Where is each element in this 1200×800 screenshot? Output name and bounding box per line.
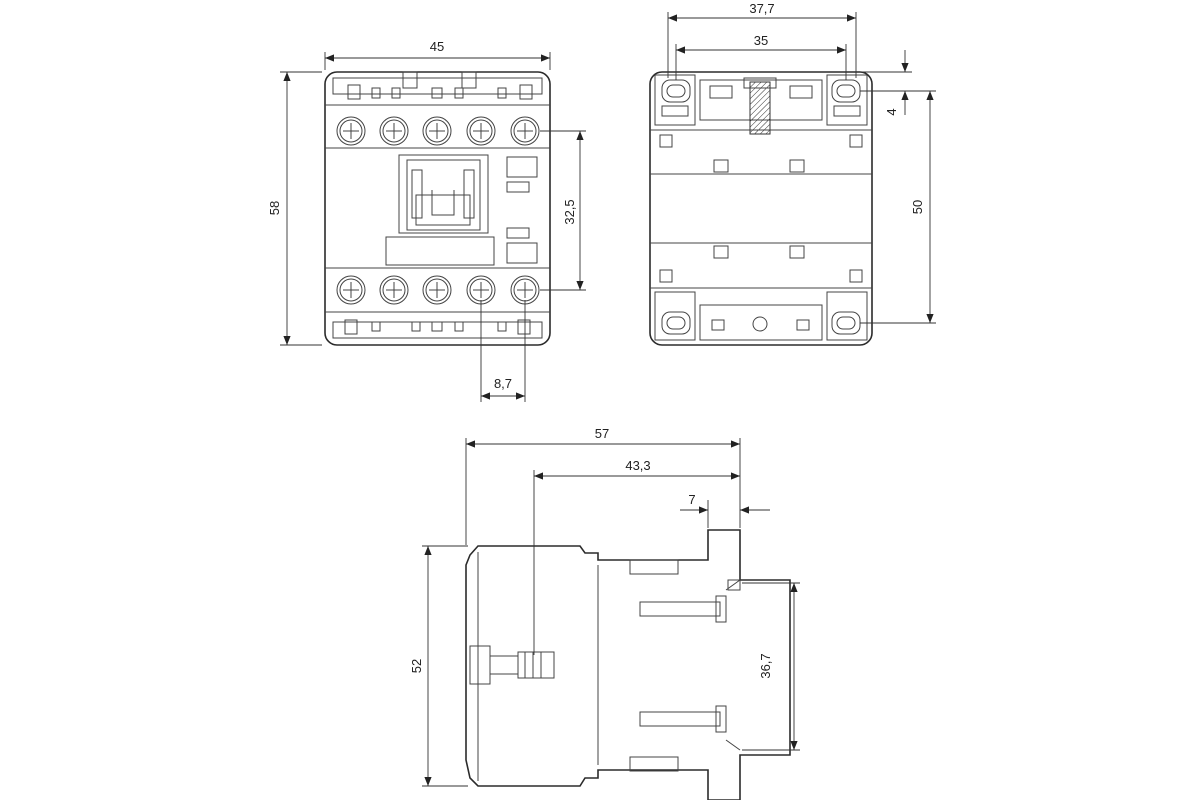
rear-offset-label: 4 — [884, 108, 899, 115]
side-depth-to-handle-label: 43,3 — [625, 458, 650, 473]
top-screw-terminals — [336, 116, 540, 146]
rear-hole-vertical-label: 50 — [910, 200, 925, 214]
terminal-pitch-label: 8,7 — [494, 376, 512, 391]
side-height-label: 52 — [409, 659, 424, 673]
front-width-label: 45 — [430, 39, 444, 54]
side-rail-offset-label: 7 — [688, 492, 695, 507]
side-rail-height-label: 36,7 — [758, 653, 773, 678]
side-view — [422, 438, 800, 800]
rear-view — [649, 12, 936, 346]
front-dimensions — [280, 52, 586, 402]
terminal-spacing-label: 32,5 — [562, 199, 577, 224]
side-dimensions — [422, 438, 800, 787]
rear-hole-spacing-label: 35 — [754, 33, 768, 48]
front-view — [280, 52, 586, 402]
side-depth-label: 57 — [595, 426, 609, 441]
rear-dimensions — [667, 12, 936, 324]
front-height-label: 58 — [267, 201, 282, 215]
rear-outer-width-label: 37,7 — [749, 1, 774, 16]
bottom-screw-terminals — [336, 275, 540, 305]
